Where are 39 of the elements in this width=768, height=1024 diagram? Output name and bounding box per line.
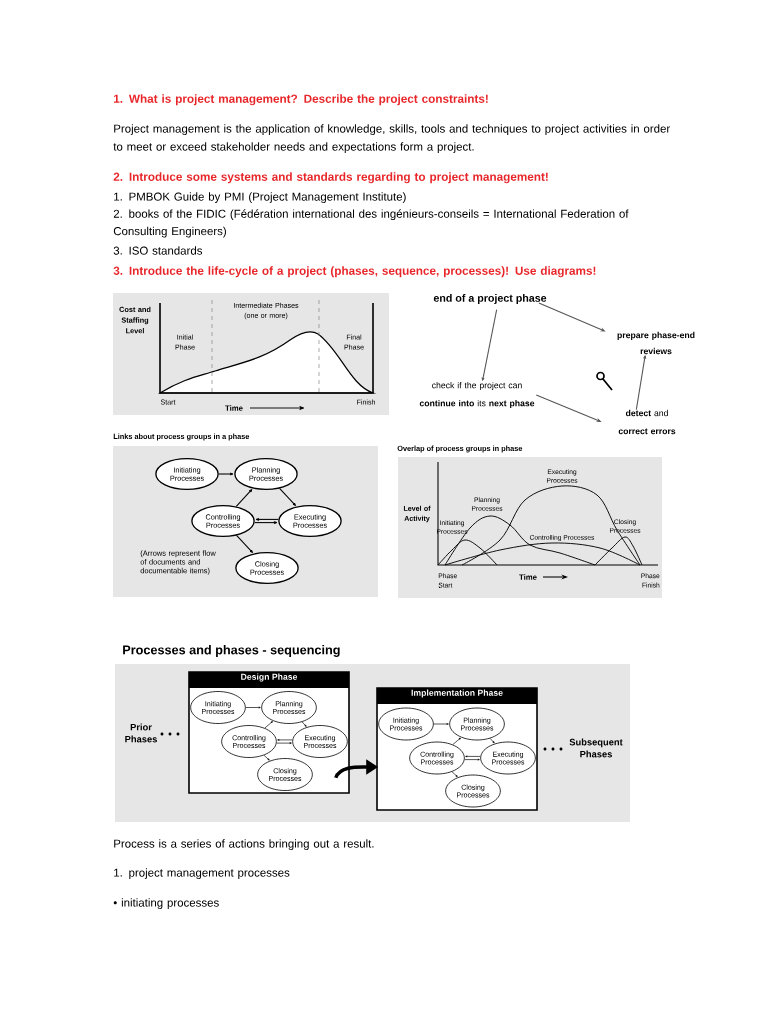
arrow <box>235 489 253 507</box>
arrow <box>218 472 234 476</box>
heading: 2. Introduce some systems and standards regarding to project management! <box>113 172 548 184</box>
arrow <box>538 302 605 332</box>
arrow <box>451 771 458 777</box>
arrow <box>236 534 254 554</box>
list-item: 2. books of the FIDIC (Fédération international des ingénieurs-conseils = International Federation of Consulting Engineers) <box>113 209 629 238</box>
heading: 3. Introduce the life-cycle of a project (phases, sequence, processes)! Use diagrams! <box>113 266 596 278</box>
arrow <box>255 517 279 521</box>
arrow <box>635 355 647 411</box>
arrow <box>433 723 449 725</box>
arrow <box>276 742 292 744</box>
text-label: end of a project phase <box>433 294 547 304</box>
list-item: • initiating processes <box>113 898 219 909</box>
arrow <box>263 754 270 761</box>
phase-label: Prior Phases <box>125 723 157 743</box>
arrow <box>489 738 495 744</box>
arrow <box>254 521 278 525</box>
heading: 1. What is project management? Describe the project constraints! <box>114 94 488 106</box>
text-label: prepare phase-end reviews <box>617 331 695 355</box>
arrow <box>264 721 273 729</box>
paragraph: Project management is the application of knowledge, skills, tools and techniques to project activities in order to meet or exceed stakeholder needs and expectations form a project. <box>113 124 671 153</box>
arrow <box>245 706 261 709</box>
arrow <box>465 755 481 758</box>
phase-label: Subsequent Phases <box>569 738 623 758</box>
list-item: 3. ISO standards <box>113 246 203 255</box>
arrow <box>535 394 601 422</box>
arrow <box>452 737 461 745</box>
paragraph: Process is a series of actions bringing out a result. <box>114 839 374 850</box>
arrow <box>481 309 498 381</box>
arrow <box>279 487 297 507</box>
list-item: 1. project management processes <box>114 868 290 879</box>
text-label: detect and correct errors <box>618 409 676 435</box>
section-heading: Processes and phases - sequencing <box>123 645 340 657</box>
arrow <box>301 721 307 727</box>
list-item: 1. PMBOK Guide by PMI (Project Management Institute) <box>114 192 406 203</box>
arrow <box>464 758 480 761</box>
text-label: check if the project can continue into its next phase <box>419 381 535 409</box>
arrow <box>277 739 293 741</box>
